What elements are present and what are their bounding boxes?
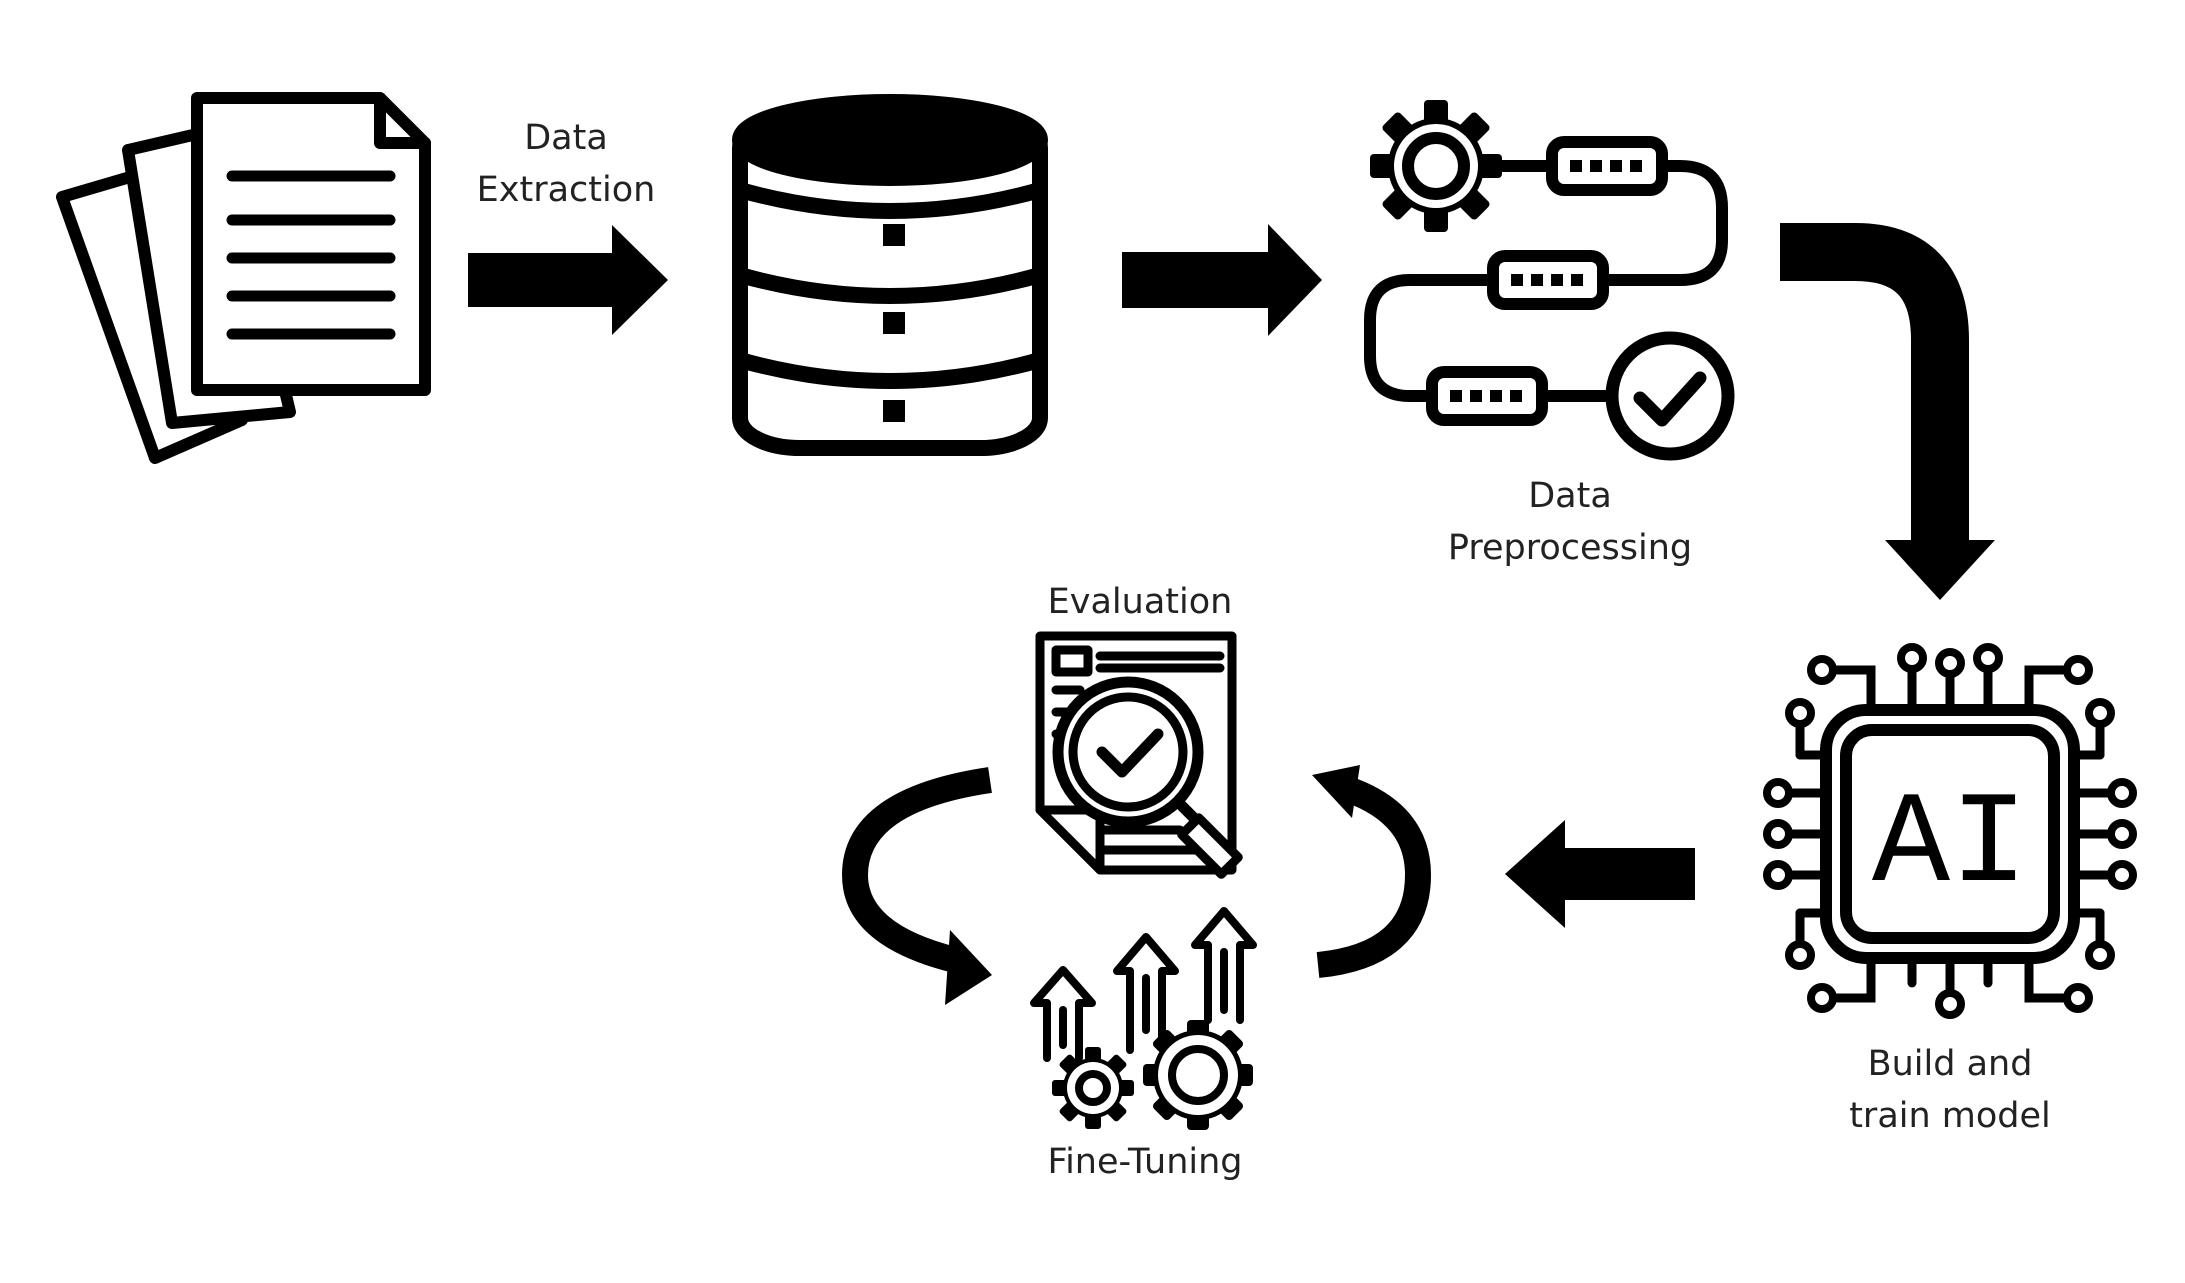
- pipeline-icon: [1364, 100, 1735, 461]
- arrow-extraction: [468, 225, 668, 335]
- arrow-to-model-head: [1885, 540, 1995, 600]
- label-evaluation: Evaluation: [1030, 576, 1250, 628]
- label-data-preprocessing-line2: Preprocessing: [1447, 528, 1693, 568]
- chip-label: AI: [1872, 773, 2028, 920]
- label-data-preprocessing-line1: Data: [1528, 476, 1612, 516]
- label-build-line1: Build and: [1867, 1044, 2033, 1084]
- label-data-extraction: Data Extraction: [466, 112, 666, 216]
- label-build-train-model: Build and train model: [1820, 1038, 2080, 1142]
- label-data-preprocessing: Data Preprocessing: [1430, 470, 1710, 574]
- label-build-line2: train model: [1849, 1096, 2051, 1136]
- label-data-extraction-line2: Extraction: [476, 170, 656, 210]
- arrow-to-evaluation: [1505, 820, 1695, 928]
- documents-icon: [56, 92, 431, 464]
- loop-arrow-left-head: [945, 930, 992, 1005]
- label-data-extraction-line1: Data: [524, 118, 608, 158]
- loop-arrow-right: [1316, 777, 1432, 978]
- loop-arrow-right-head: [1312, 765, 1360, 818]
- arrow-to-model: [1780, 223, 1969, 545]
- label-fine-tuning-text: Fine-Tuning: [1047, 1142, 1243, 1182]
- evaluation-icon: [1035, 631, 1243, 879]
- fine-tuning-icon: [1030, 907, 1257, 1130]
- label-fine-tuning: Fine-Tuning: [1030, 1136, 1260, 1188]
- label-evaluation-text: Evaluation: [1047, 582, 1233, 622]
- arrow-to-preprocessing: [1122, 224, 1322, 336]
- loop-arrow-left: [841, 767, 992, 973]
- ai-chip-icon: AI: [1763, 643, 2137, 1019]
- database-icon: [732, 94, 1048, 456]
